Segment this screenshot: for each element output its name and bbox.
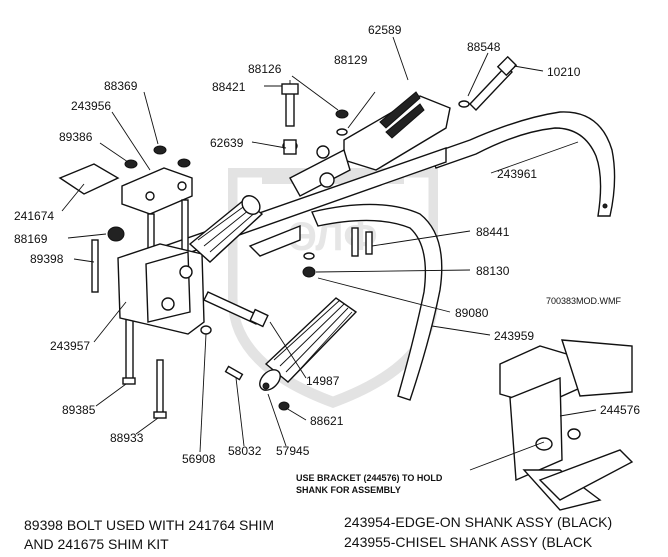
bolt-58032 <box>224 365 244 381</box>
assembly-note: USE BRACKET (244576) TO HOLD SHANK FOR A… <box>296 473 443 495</box>
mount-bracket-62589 <box>289 91 451 197</box>
label-243961: 243961 <box>497 167 537 181</box>
label-88441: 88441 <box>476 225 510 239</box>
label-241674: 241674 <box>14 209 54 223</box>
label-243957: 243957 <box>50 339 90 353</box>
label-62639: 62639 <box>210 136 244 150</box>
assembly-note-line1: USE BRACKET (244576) TO HOLD <box>296 473 443 483</box>
label-244576: 244576 <box>600 403 640 417</box>
label-10210: 10210 <box>547 65 581 79</box>
label-89385: 89385 <box>62 403 96 417</box>
shank-243961 <box>429 111 616 217</box>
plate-243956 <box>121 145 193 215</box>
nut-88169 <box>107 226 125 242</box>
assembly-note-line2: SHANK FOR ASSEMBLY <box>296 485 401 495</box>
footnote-left-line2: AND 241675 SHIM KIT <box>24 536 169 552</box>
bolt-88421 <box>281 83 299 155</box>
nut-88126 <box>335 109 349 136</box>
bolt-10210 <box>458 55 518 112</box>
label-89386: 89386 <box>59 130 93 144</box>
part-labels: 62589 88548 10210 88126 88129 88421 8836… <box>14 23 640 466</box>
inset-detail <box>499 339 634 511</box>
footnote-left-line1: 89398 BOLT USED WITH 241764 SHIM <box>24 517 274 533</box>
label-57945: 57945 <box>276 444 310 458</box>
label-88169: 88169 <box>14 232 48 246</box>
long-bolt <box>203 227 373 328</box>
label-58032: 58032 <box>228 444 262 458</box>
vertical-bolts <box>91 199 189 419</box>
label-88933: 88933 <box>110 431 144 445</box>
label-file: 700383MOD.WMF <box>546 296 622 306</box>
shank-243959 <box>311 203 443 401</box>
spring-upper <box>188 195 264 263</box>
label-243959: 243959 <box>494 329 534 343</box>
label-56908: 56908 <box>182 452 216 466</box>
label-14987: 14987 <box>306 374 340 388</box>
leader-lines <box>61 36 597 471</box>
label-88126: 88126 <box>248 62 282 76</box>
label-88369: 88369 <box>104 79 138 93</box>
label-88621: 88621 <box>310 414 344 428</box>
footnotes: 89398 BOLT USED WITH 241764 SHIM AND 241… <box>24 514 612 552</box>
clamp-243957 <box>117 243 212 335</box>
label-88548: 88548 <box>467 40 501 54</box>
label-89398: 89398 <box>30 252 64 266</box>
shim-241674 <box>58 163 120 195</box>
label-88129: 88129 <box>334 53 368 67</box>
footnote-right-line2: 243955-CHISEL SHANK ASSY (BLACK <box>344 534 593 550</box>
footnote-right-line1: 243954-EDGE-ON SHANK ASSY (BLACK) <box>344 514 612 530</box>
label-88421: 88421 <box>212 80 246 94</box>
label-88130: 88130 <box>476 264 510 278</box>
label-89080: 89080 <box>455 306 489 320</box>
spring-lower <box>259 297 358 391</box>
label-62589: 62589 <box>368 23 402 37</box>
label-243956: 243956 <box>71 99 111 113</box>
